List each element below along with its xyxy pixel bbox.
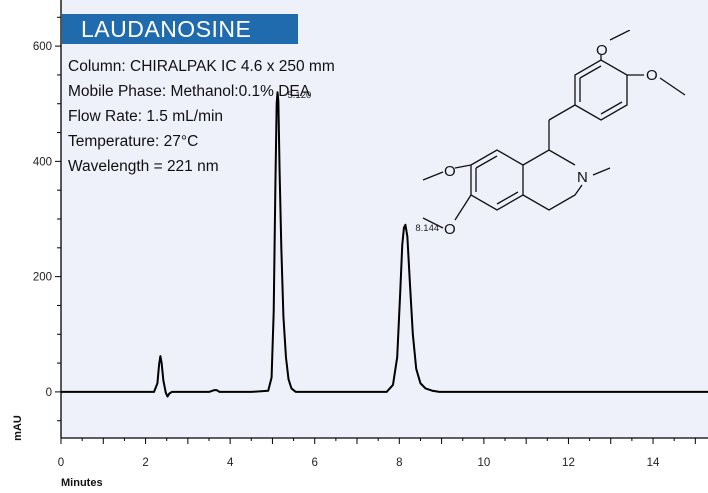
y-tick-label: 600 bbox=[33, 41, 52, 53]
method-conditions: Column: CHIRALPAK IC 4.6 x 250 mm Mobile… bbox=[68, 54, 335, 179]
x-tick-label: 0 bbox=[58, 457, 64, 469]
x-tick-label: 14 bbox=[647, 457, 660, 469]
mobile-phase-text: Mobile Phase: Methanol:0.1% DEA bbox=[68, 83, 311, 100]
methoxy-oxygen-top: O bbox=[596, 42, 608, 59]
x-tick-label: 2 bbox=[142, 457, 148, 469]
column-text: Column: CHIRALPAK IC 4.6 x 250 mm bbox=[68, 58, 335, 75]
chromatogram-trace bbox=[61, 91, 708, 398]
y-axis-title: mAU bbox=[12, 415, 24, 441]
y-tick-label: 400 bbox=[33, 156, 52, 168]
peak-retention-label: 5.120 bbox=[288, 90, 312, 101]
temperature-text: Temperature: 27°C bbox=[68, 133, 199, 150]
wavelength-text: Wavelength = 221 nm bbox=[68, 158, 219, 175]
methoxy-oxygen-left-upper: O bbox=[444, 163, 456, 180]
x-axis-title: Minutes bbox=[61, 477, 103, 489]
x-tick-label: 10 bbox=[477, 457, 490, 469]
structure-bonds bbox=[422, 30, 686, 229]
y-tick-label: 200 bbox=[33, 272, 52, 284]
peak-retention-label: 8.144 bbox=[415, 223, 439, 234]
x-tick-label: 12 bbox=[562, 457, 575, 469]
amine-nitrogen: N bbox=[577, 169, 588, 186]
peak-labels: 5.120 8.144 bbox=[288, 90, 440, 234]
x-tick-label: 4 bbox=[227, 457, 234, 469]
x-axis-ticks: 0 2 4 6 8 10 12 14 bbox=[58, 438, 696, 469]
chart-title: LAUDANOSINE bbox=[62, 14, 298, 44]
x-tick-label: 6 bbox=[312, 457, 318, 469]
y-axis-ticks: 0 200 400 600 bbox=[33, 16, 61, 422]
methoxy-oxygen-left-lower: O bbox=[444, 221, 456, 238]
y-tick-label: 0 bbox=[46, 387, 52, 399]
laudanosine-structure: O O O O N bbox=[422, 30, 686, 238]
flow-rate-text: Flow Rate: 1.5 mL/min bbox=[68, 108, 224, 125]
methoxy-oxygen-right: O bbox=[646, 67, 658, 84]
x-tick-label: 8 bbox=[396, 457, 402, 469]
plot-background bbox=[61, 0, 708, 438]
